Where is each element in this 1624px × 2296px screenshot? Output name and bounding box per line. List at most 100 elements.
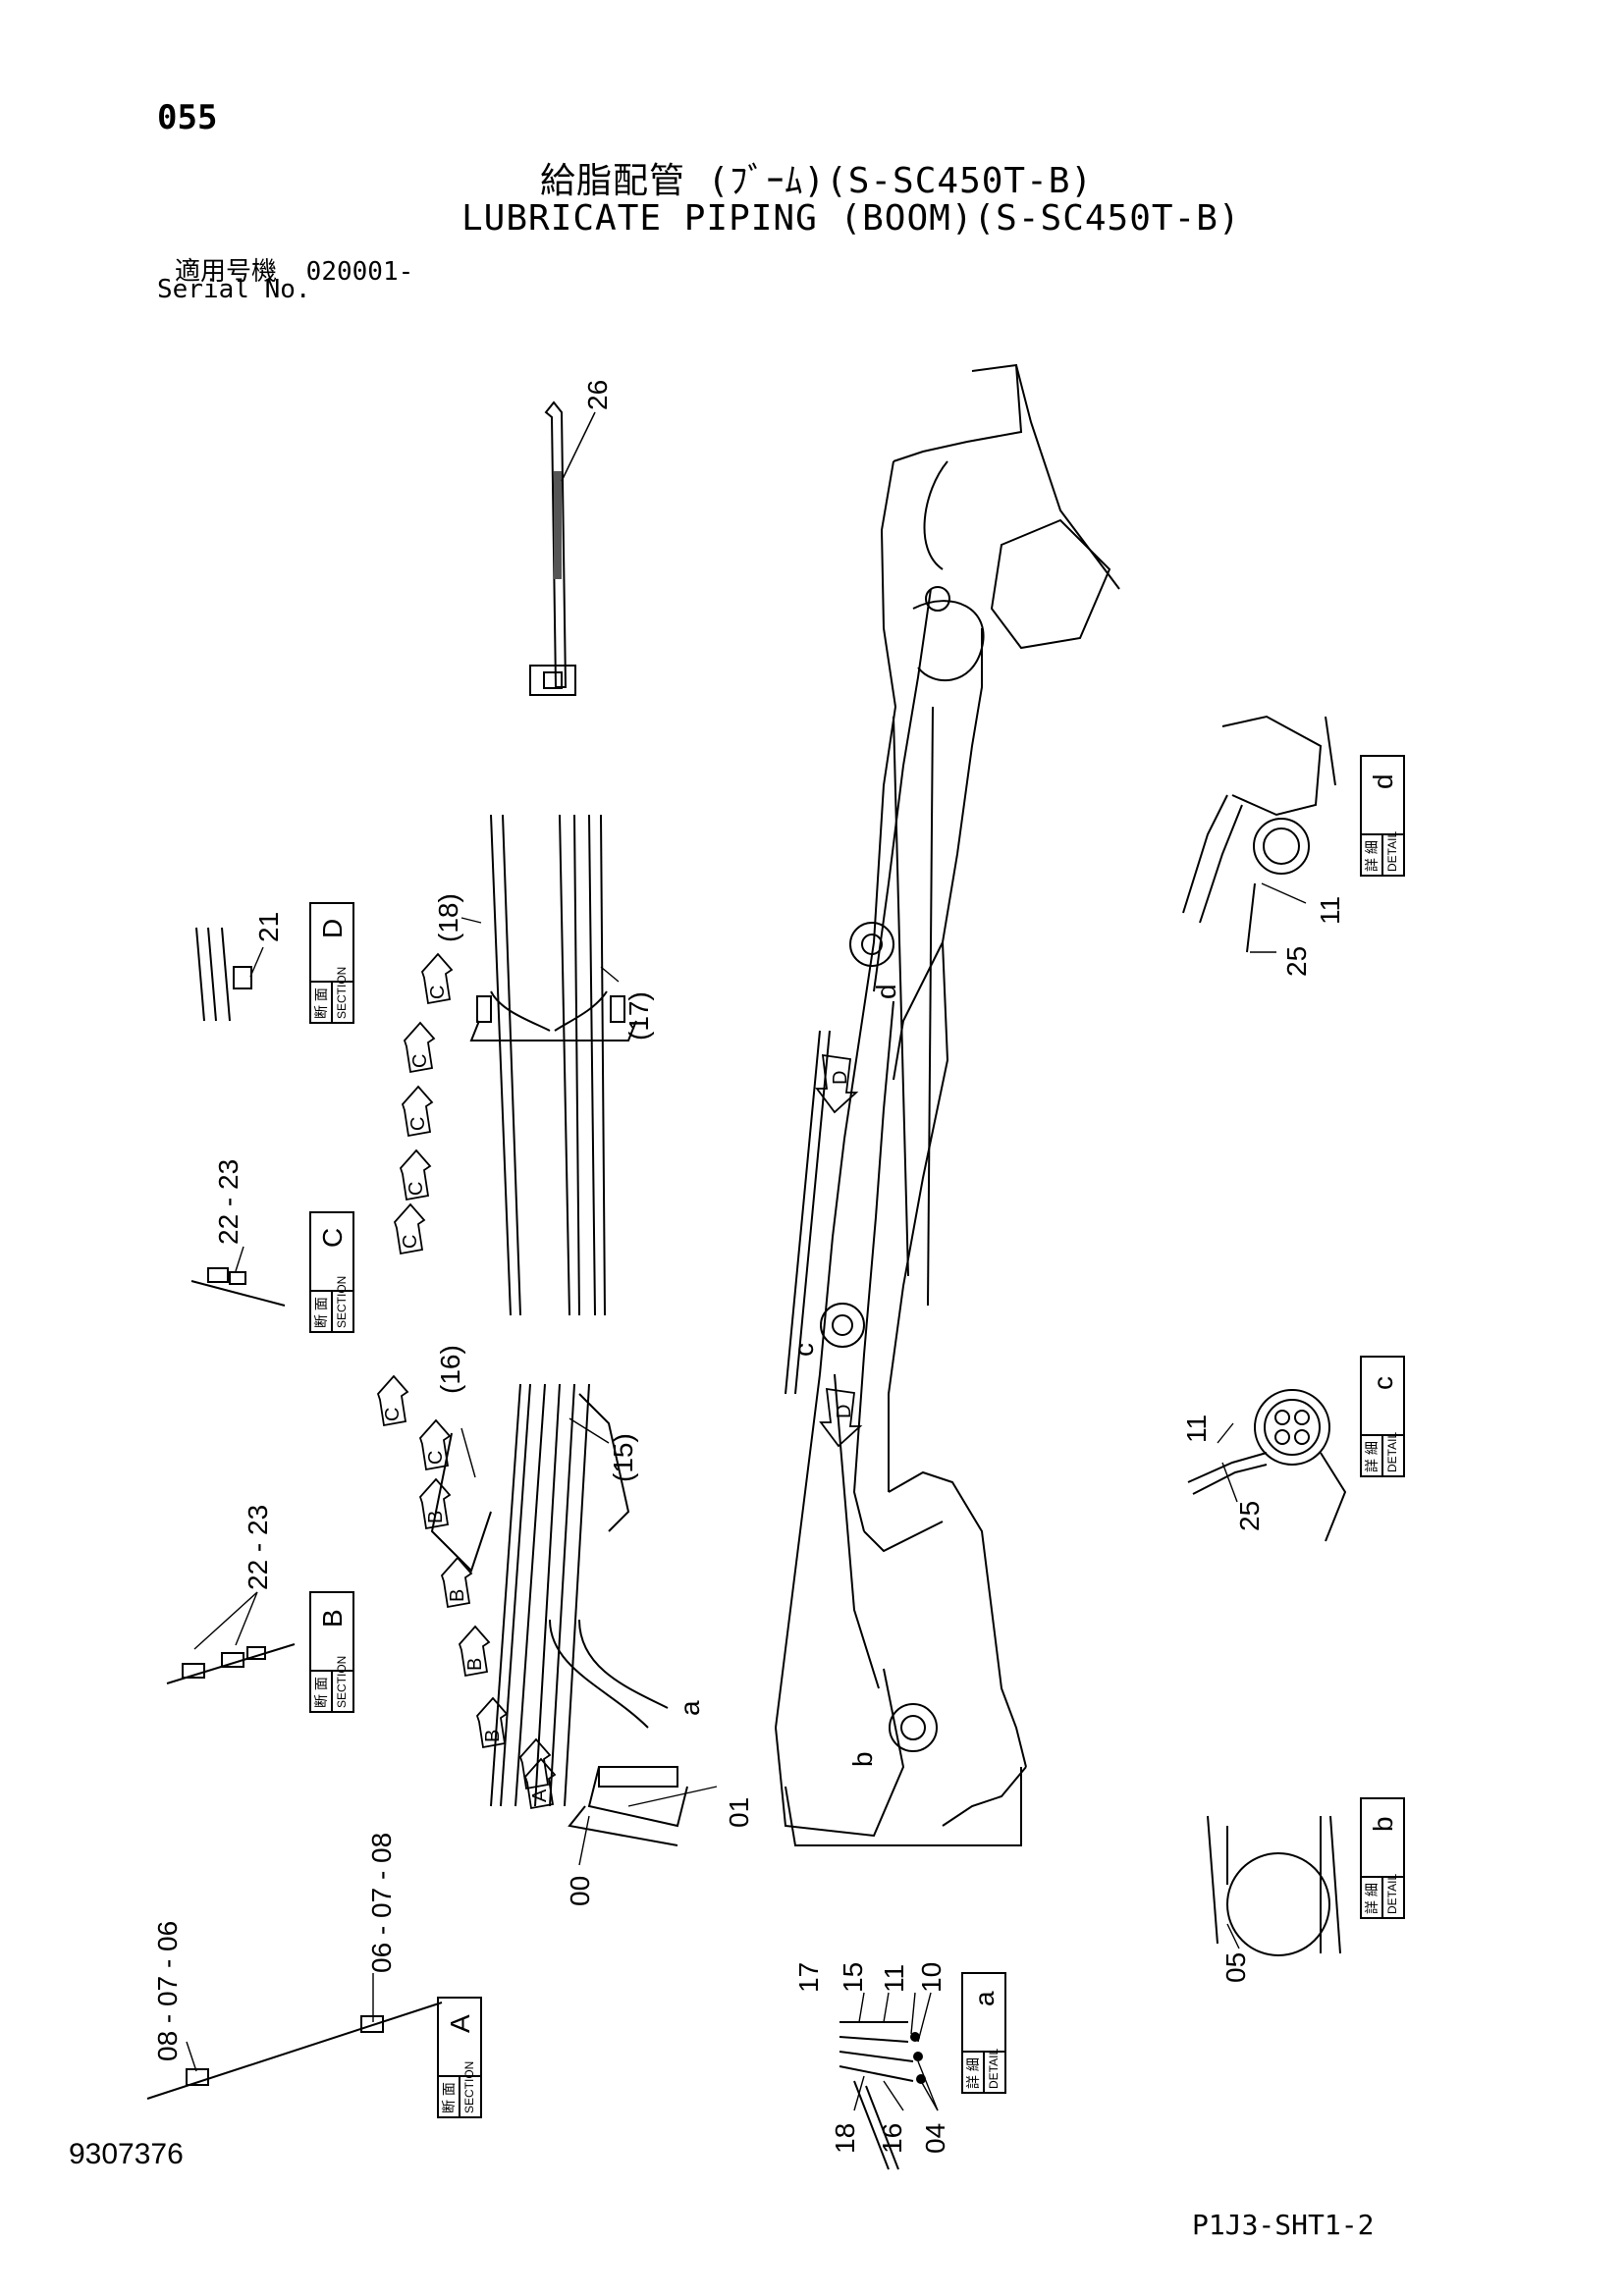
view-arrows [376, 952, 863, 1810]
callout-00: 00 [565, 1876, 595, 1906]
callout-11-detail-c: 11 [1181, 1415, 1212, 1443]
arrow-label-c-3: C [407, 1117, 429, 1131]
page-number: 055 [157, 98, 218, 137]
detail-a-jp: 詳 細 [965, 2057, 981, 2089]
section-d-label: 断 面 SECTION D [313, 919, 349, 1019]
cable-tie-drawing [529, 400, 596, 696]
detail-d-label: 詳 細 DETAIL d [1364, 774, 1399, 872]
detail-d-drawing [1182, 715, 1336, 953]
arrow-b-2 [440, 1556, 473, 1609]
marker-a: a [675, 1700, 705, 1716]
callout-21: 21 [253, 912, 284, 942]
section-b-jp: 断 面 [313, 1677, 329, 1708]
arrow-label-b-2: B [447, 1589, 468, 1602]
callout-25-detail-d: 25 [1281, 946, 1312, 977]
detail-c-label: 詳 細 DETAIL c [1364, 1376, 1399, 1472]
callout-22-23-b: 22 - 23 [243, 1505, 273, 1590]
arrow-label-c-2: C [409, 1054, 431, 1068]
title-english: LUBRICATE PIPING (BOOM)(S-SC450T-B) [461, 198, 1241, 239]
boom-drawing [775, 363, 1120, 1846]
callout-25-detail-c: 25 [1234, 1501, 1265, 1531]
arrow-b-3 [458, 1625, 491, 1678]
detail-b-drawing [1207, 1815, 1341, 1956]
section-label-box-c [309, 1211, 354, 1333]
arrow-label-c-6: C [382, 1408, 404, 1421]
section-c-label: 断 面 SECTION C [313, 1228, 349, 1328]
leader-lines [186, 882, 1307, 2111]
detail-d-jp: 詳 細 [1364, 840, 1380, 872]
arrow-c-7 [418, 1418, 452, 1471]
arrow-c-5 [393, 1202, 426, 1255]
detail-c-id: c [1368, 1376, 1398, 1390]
detail-b-en: DETAIL [1385, 1874, 1399, 1914]
section-b-drawing [166, 1643, 296, 1684]
section-b-id: B [317, 1609, 348, 1628]
serial-value: 020001- [305, 257, 414, 287]
arrow-label-c-7: C [425, 1451, 447, 1465]
detail-c-jp: 詳 細 [1364, 1441, 1380, 1472]
detail-a-en: DETAIL [987, 2049, 1001, 2089]
detail-c-en: DETAIL [1385, 1432, 1399, 1472]
callout-18-paren: (18) [433, 893, 463, 942]
arrow-label-a: A [529, 1789, 551, 1802]
detail-b-id: b [1368, 1816, 1398, 1832]
arrow-a-2 [523, 1757, 557, 1810]
title-japanese: 給脂配管 (ﾌﾞｰﾑ)(S-SC450T-B) [540, 161, 1094, 201]
callout-17: 17 [793, 1962, 824, 1993]
detail-d-en: DETAIL [1385, 831, 1399, 872]
section-b-label: 断 面 SECTION B [313, 1609, 349, 1708]
callout-18: 18 [830, 2123, 860, 2154]
document-number: 9307376 [69, 2138, 184, 2170]
arrow-label-b-1: B [425, 1511, 447, 1523]
detail-label-box-c [1360, 1356, 1405, 1477]
arrow-c-6 [376, 1374, 409, 1427]
section-a-label: 断 面 SECTION A [441, 2014, 476, 2113]
serial-label-jp-text: 適用号機 [175, 257, 278, 287]
callout-11-detail-a: 11 [879, 1964, 909, 1993]
arrow-label-d-2: D [834, 1405, 855, 1418]
section-c-drawing [190, 1267, 286, 1307]
section-c-id: C [317, 1228, 348, 1248]
detail-b-jp: 詳 細 [1364, 1883, 1380, 1914]
arrow-label-c-5: C [400, 1235, 421, 1249]
section-a-jp: 断 面 [441, 2082, 457, 2113]
arrow-c-1 [420, 952, 454, 1005]
arrow-label-b-4: B [482, 1730, 504, 1742]
serial-label-en: Serial No. [157, 275, 311, 304]
section-a-en: SECTION [462, 2061, 476, 2113]
arrow-d-boom-2 [819, 1387, 863, 1448]
arrow-b-1 [418, 1477, 452, 1530]
callout-08-07-06-left: 08 - 07 - 06 [152, 1921, 183, 2061]
callout-15: 15 [838, 1962, 868, 1993]
detail-a-label: 詳 細 DETAIL a [965, 1991, 1001, 2089]
hose-bundle-upper [469, 814, 637, 1316]
section-a-id: A [445, 2014, 475, 2033]
callout-15-paren: (15) [608, 1433, 638, 1482]
section-c-en: SECTION [335, 1276, 349, 1328]
arrow-label-d-1: D [830, 1071, 851, 1085]
section-b-en: SECTION [335, 1656, 349, 1708]
callout-22-23-c: 22 - 23 [213, 1159, 244, 1245]
callout-06-07-08-right: 06 - 07 - 08 [366, 1833, 397, 1973]
sheet-number: P1J3-SHT1-2 [1192, 2209, 1375, 2241]
section-label-box-b [309, 1591, 354, 1713]
section-label-box-a [437, 1997, 482, 2118]
arrow-label-c-4: C [406, 1182, 427, 1196]
detail-label-box-d [1360, 755, 1405, 877]
callout-16-paren: (16) [435, 1345, 465, 1394]
callout-04: 04 [920, 2123, 950, 2154]
callout-01: 01 [724, 1797, 754, 1828]
detail-label-box-a [961, 1972, 1006, 2094]
arrow-label-c-1: C [427, 986, 449, 999]
section-d-en: SECTION [335, 967, 349, 1019]
callout-05: 05 [1220, 1952, 1251, 1983]
callout-11-detail-d: 11 [1315, 896, 1345, 925]
callout-26: 26 [582, 380, 613, 410]
detail-d-id: d [1368, 774, 1398, 789]
section-d-drawing [195, 927, 252, 1022]
section-d-id: D [317, 919, 348, 938]
detail-c-drawing [1187, 1389, 1347, 1542]
arrow-b-4 [475, 1696, 509, 1749]
callout-10: 10 [916, 1962, 947, 1993]
